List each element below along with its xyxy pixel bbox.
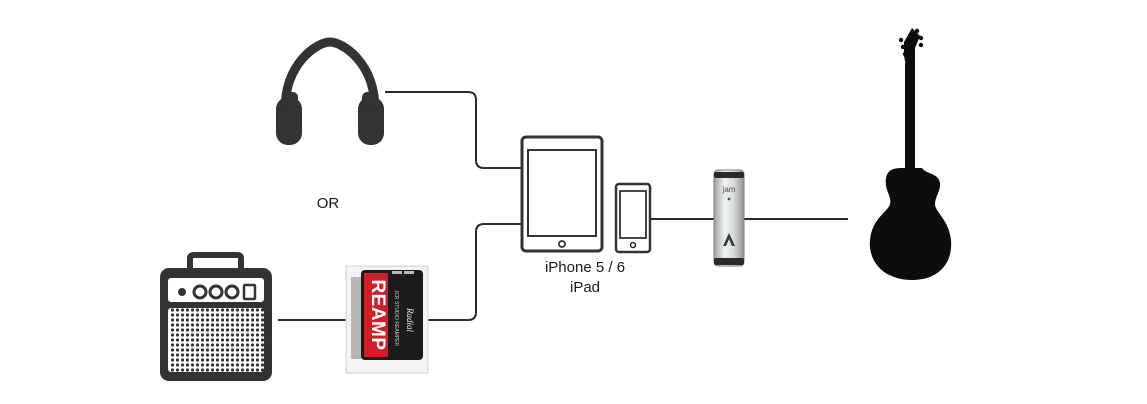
connection-lines bbox=[278, 91, 848, 321]
interface-label-text: jam bbox=[722, 185, 736, 194]
device-label-line2: iPad bbox=[569, 279, 601, 296]
tablet-icon bbox=[520, 135, 604, 253]
reamp-maker-text: Radial bbox=[405, 307, 415, 332]
amplifier-icon bbox=[160, 252, 272, 381]
device-label-line1: iPhone 5 / 6 bbox=[544, 259, 626, 276]
headphones-to-tablet-cable bbox=[385, 91, 522, 169]
or-label: OR bbox=[316, 195, 340, 212]
amplifier-grille bbox=[170, 308, 265, 372]
reamp-brand-text: REAMP bbox=[367, 279, 388, 350]
audio-interface-icon: jam bbox=[713, 169, 745, 267]
reamp-box-icon: REAMP JCR STUDIO REAMPER Radial bbox=[345, 265, 429, 374]
headphones-icon bbox=[276, 37, 384, 145]
reamp-tagline-text: JCR STUDIO REAMPER bbox=[393, 290, 399, 347]
phone-icon bbox=[614, 182, 652, 254]
electric-guitar-icon bbox=[869, 28, 952, 280]
device-label: iPhone 5 / 6 iPad bbox=[520, 258, 650, 298]
reamp-to-tablet-cable bbox=[428, 223, 522, 321]
